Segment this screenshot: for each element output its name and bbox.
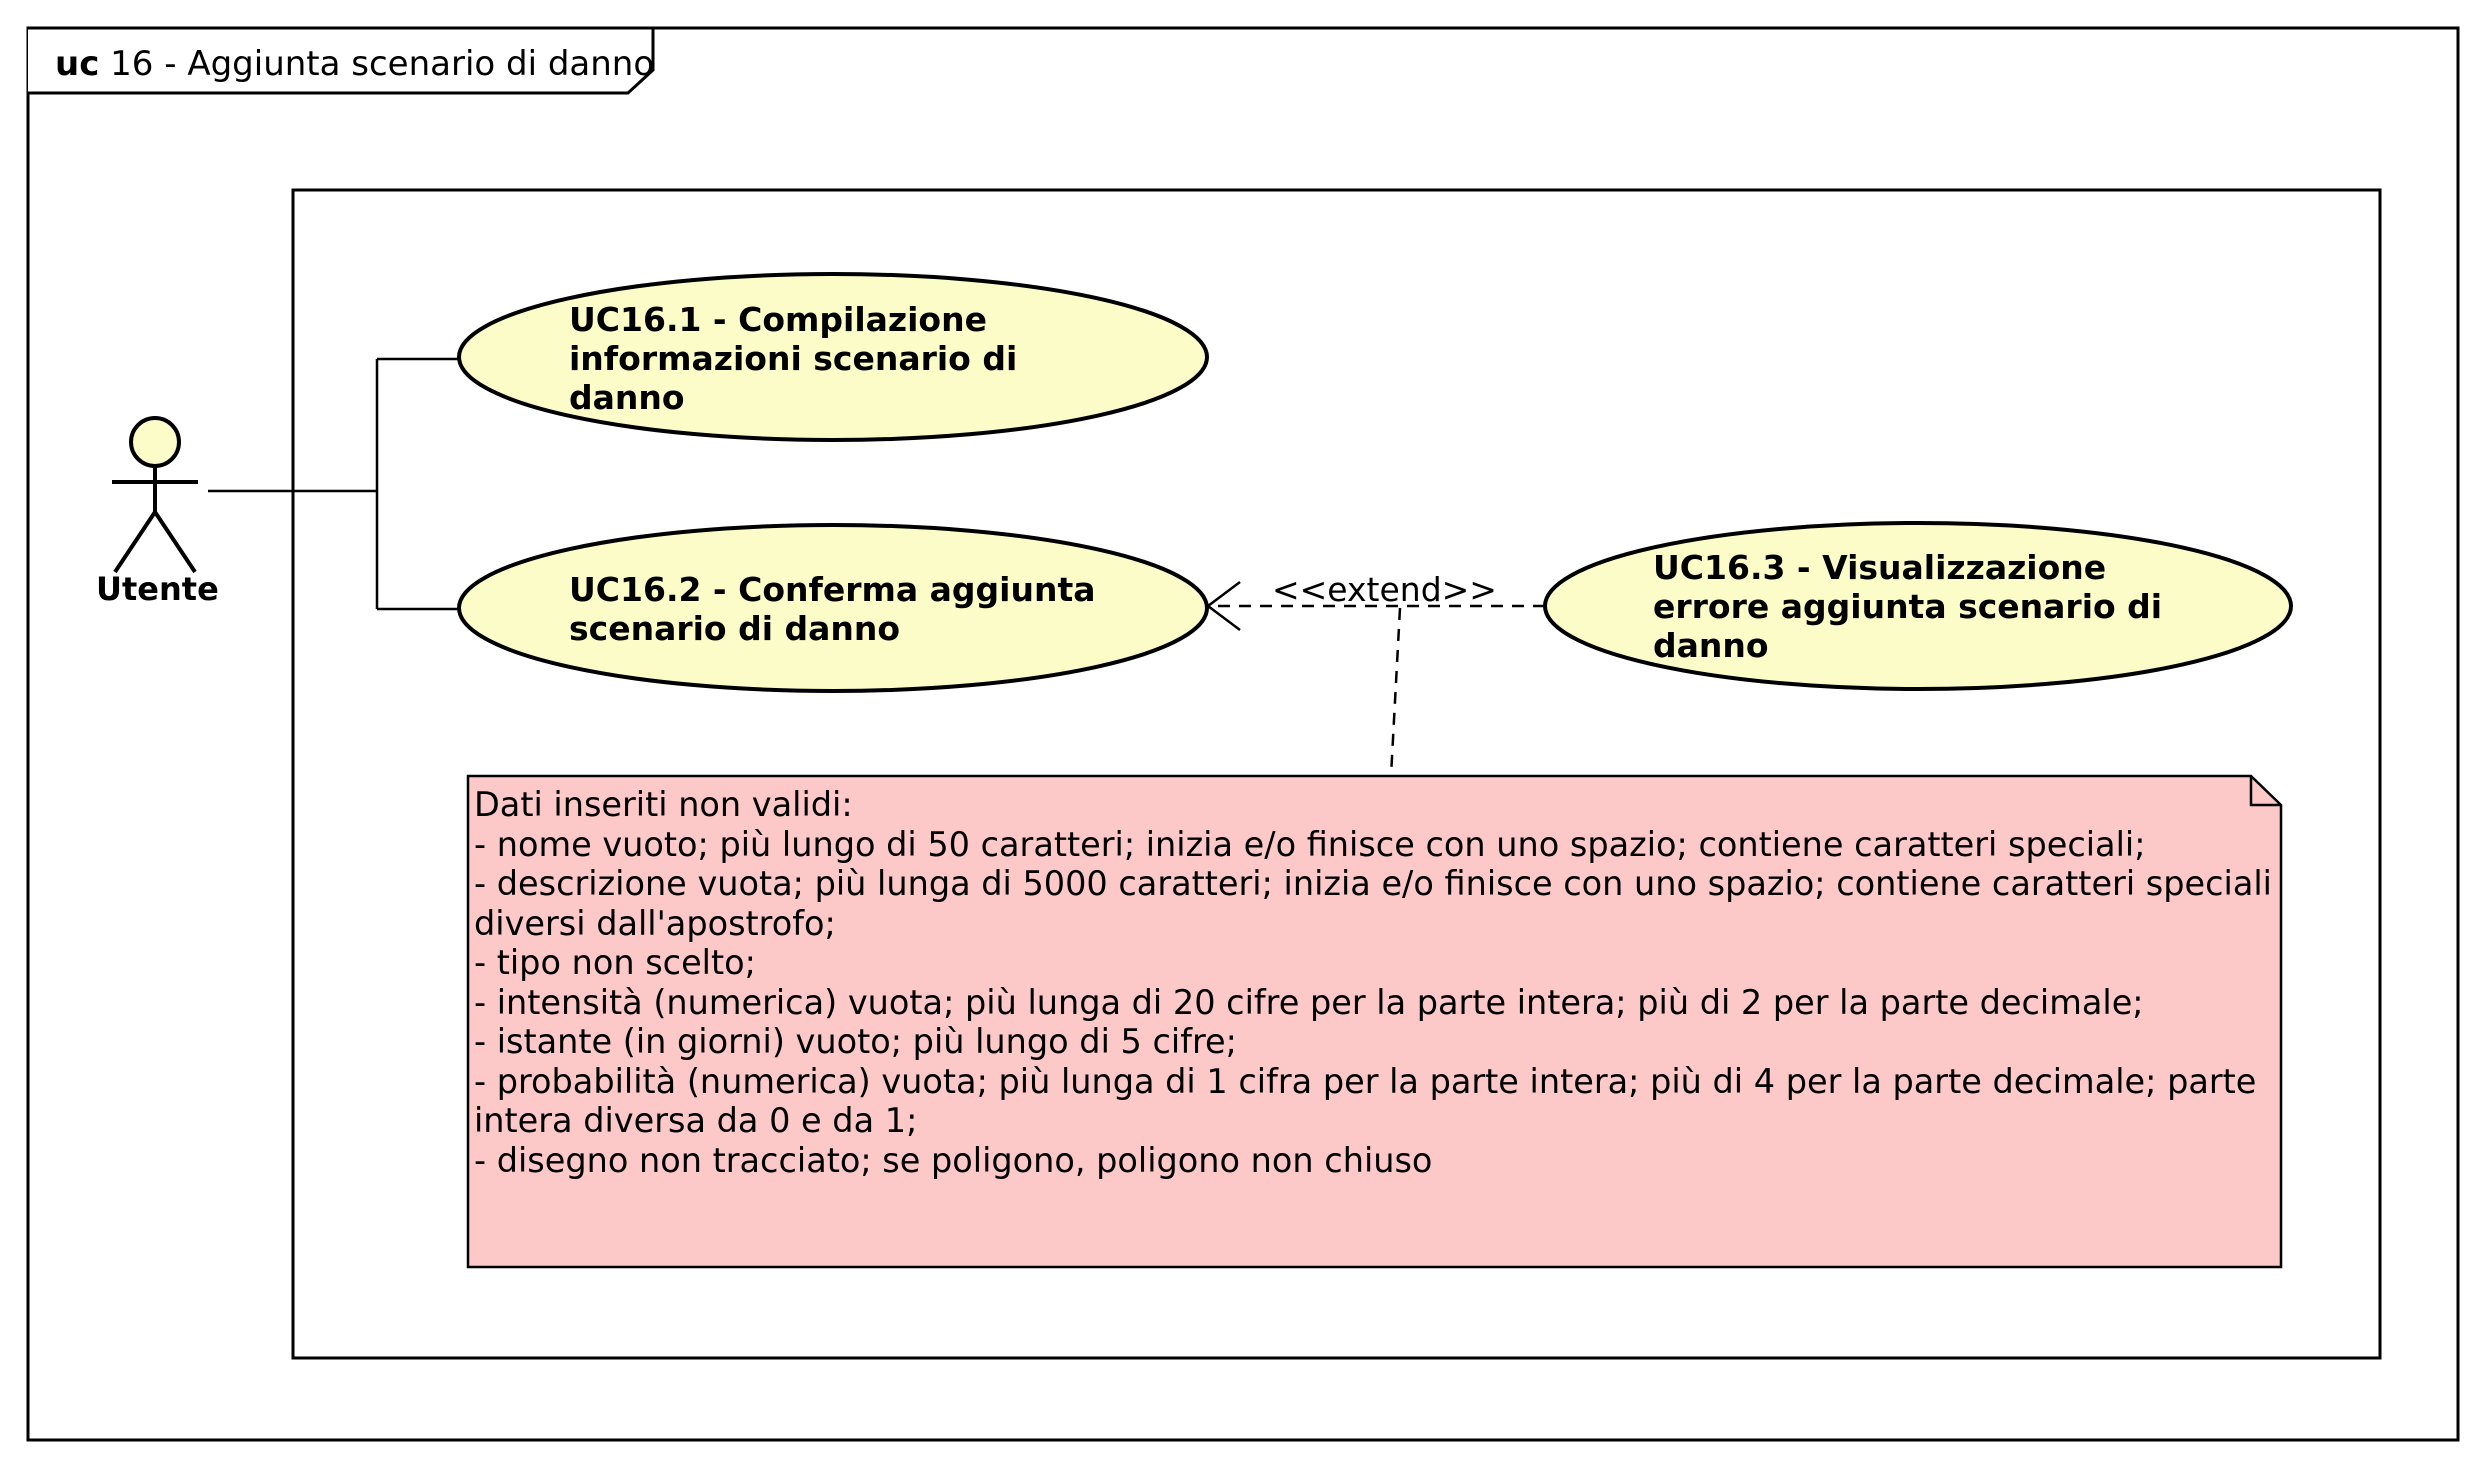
note-line: - disegno non tracciato; se poligono, po… bbox=[474, 1140, 1433, 1180]
actor-head bbox=[129, 416, 181, 468]
use-case-uc16-2-ellipse[interactable] bbox=[457, 523, 1209, 693]
note-line: - descrizione vuota; più lunga di 5000 c… bbox=[474, 864, 2272, 903]
note-fold bbox=[2249, 776, 2281, 807]
use-case-uc16-3-label: UC16.3 - Visualizzazione errore aggiunta… bbox=[1653, 548, 2163, 665]
extend-arrowhead bbox=[1205, 581, 1241, 631]
note-line: - intensità (numerica) vuota; più lunga … bbox=[474, 982, 2144, 1022]
note-box-shape bbox=[466, 774, 2283, 1269]
note-line: diversi dall'apostrofo; bbox=[474, 903, 836, 943]
frame-keyword: uc bbox=[55, 44, 100, 84]
use-case-uc16-2-label: UC16.2 - Conferma aggiunta scenario di d… bbox=[569, 570, 1096, 648]
actor-name-label: Utente bbox=[96, 570, 219, 608]
frame-title-text: 16 - Aggiunta scenario di danno bbox=[110, 44, 655, 84]
note-line: Dati inseriti non validi: bbox=[474, 785, 853, 824]
use-case-uc16-1-ellipse[interactable] bbox=[457, 272, 1209, 442]
note-line: - istante (in giorni) vuoto; più lungo d… bbox=[474, 1022, 1237, 1061]
note-anchor-line bbox=[1389, 607, 1402, 777]
note-line: - nome vuoto; più lungo di 50 caratteri;… bbox=[474, 824, 2146, 864]
use-case-uc16-1-label: UC16.1 - Compilazione informazioni scena… bbox=[569, 300, 1018, 417]
extend-stereotype-label: <<extend>> bbox=[1272, 570, 1497, 609]
note-line: intera diversa da 0 e da 1; bbox=[474, 1101, 918, 1140]
note-line: - probabilità (numerica) vuota; più lung… bbox=[474, 1061, 2257, 1101]
frame-title: uc 16 - Aggiunta scenario di danno bbox=[55, 44, 654, 84]
association-lines bbox=[208, 357, 460, 611]
note-text: Dati inseriti non validi: - nome vuoto; … bbox=[468, 775, 2280, 1265]
extend-dependency[interactable] bbox=[1205, 581, 1545, 631]
actor-utente-figure[interactable] bbox=[112, 416, 198, 574]
frame-label-tab bbox=[28, 26, 655, 95]
note-line: - tipo non scelto; bbox=[474, 943, 756, 982]
